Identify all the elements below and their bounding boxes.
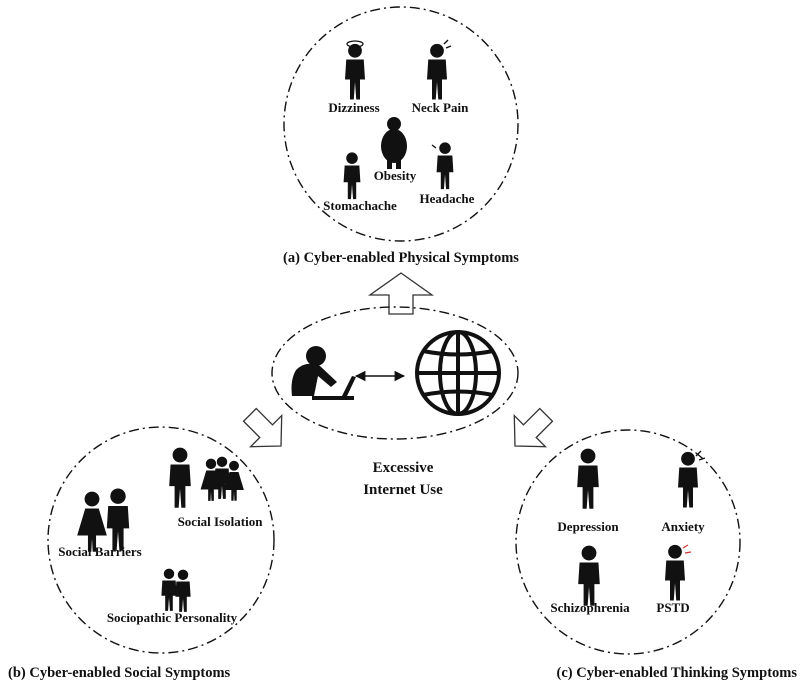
schizophrenia-icon: [578, 545, 600, 606]
stomachache-label: Stomachache: [323, 198, 397, 213]
right-hollow-arrow-icon: [513, 407, 554, 448]
center-label-line2: Internet Use: [363, 482, 443, 498]
person-at-laptop-icon: [291, 346, 356, 400]
dizziness-icon: [345, 40, 365, 100]
physical-caption: (a) Cyber-enabled Physical Symptoms: [283, 250, 519, 266]
center-label-line1: Excessive: [373, 460, 434, 476]
up-hollow-arrow-icon: [367, 272, 435, 315]
headache-label: Headache: [420, 191, 475, 206]
depression-label: Depression: [557, 519, 619, 534]
globe-icon: [415, 330, 501, 416]
stomachache-icon: [343, 152, 361, 200]
schizophrenia-label: Schizophrenia: [550, 600, 630, 615]
sociopathic-personality-label: Sociopathic Personality: [107, 610, 238, 625]
left-hollow-arrow-icon: [242, 407, 283, 448]
social-caption: (b) Cyber-enabled Social Symptoms: [8, 665, 231, 681]
pstd-label: PSTD: [656, 600, 689, 615]
social-barriers-label: Social Barriers: [58, 544, 141, 559]
social-isolation-label: Social Isolation: [178, 514, 264, 529]
obesity-label: Obesity: [374, 168, 417, 183]
internet-use-ellipse: [271, 306, 519, 440]
neck-pain-label: Neck Pain: [412, 100, 469, 115]
obesity-icon: [381, 117, 407, 169]
thinking-caption: (c) Cyber-enabled Thinking Symptoms: [557, 665, 798, 681]
social-barriers-icon: [77, 488, 130, 552]
anxiety-label: Anxiety: [661, 519, 705, 534]
depression-icon: [577, 448, 599, 509]
physical-symptoms-circle: [283, 6, 519, 242]
headache-icon: [431, 142, 454, 190]
dizziness-label: Dizziness: [328, 100, 379, 115]
thinking-symptoms-circle: [515, 429, 741, 655]
pstd-icon: [665, 544, 692, 601]
anxiety-icon: [678, 450, 706, 508]
social-isolation-icon: [169, 447, 244, 508]
sociopathic-personality-icon: [161, 568, 191, 612]
neck-pain-icon: [427, 39, 452, 100]
social-symptoms-circle: [47, 426, 275, 654]
